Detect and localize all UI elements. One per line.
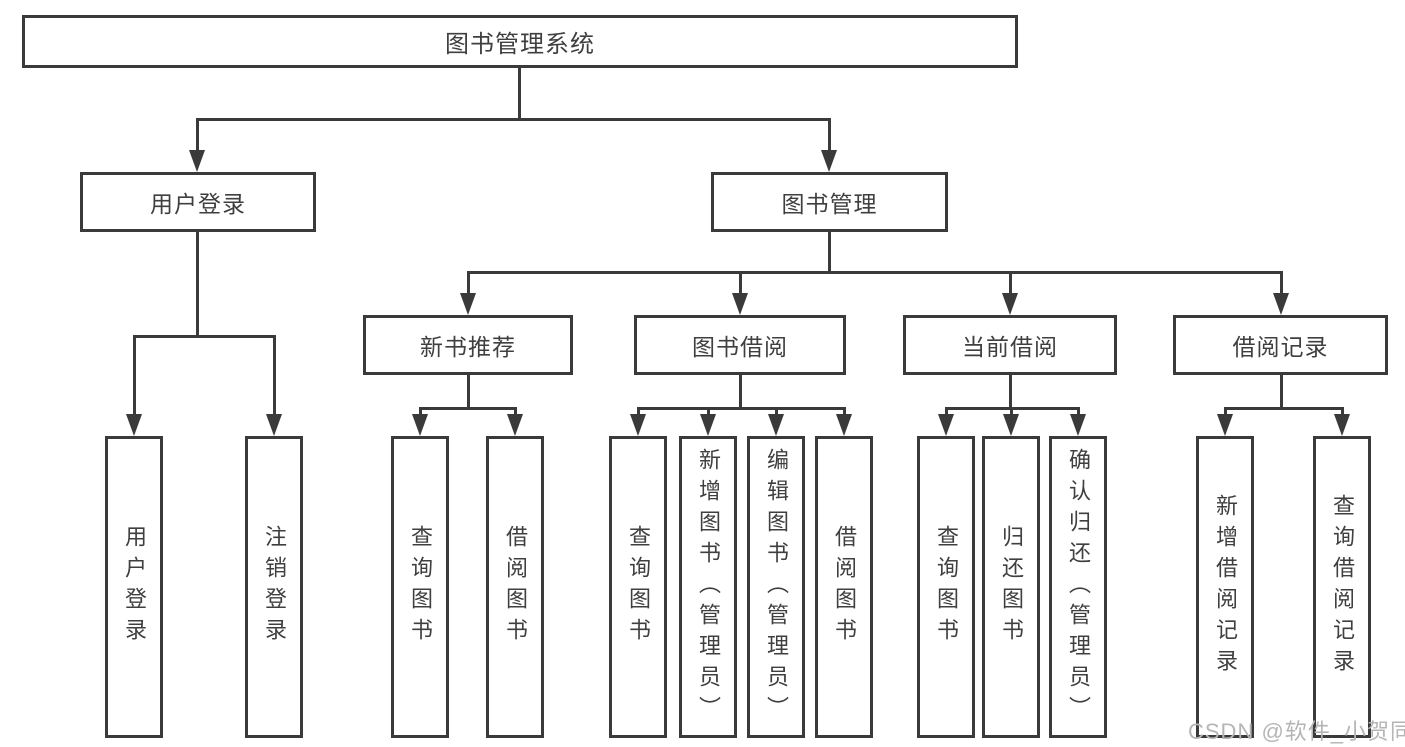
- edge-hline: [467, 271, 1283, 274]
- arrow-down-icon: [189, 150, 205, 172]
- edge-hline: [637, 407, 846, 410]
- leaf-add-books-admin: 新增图书（管理员）: [679, 436, 737, 738]
- arrow-down-icon: [1070, 414, 1086, 436]
- leaf-return-books: 归还图书: [982, 436, 1040, 738]
- edge-hline: [133, 335, 276, 338]
- node-book-management-system: 图书管理系统: [22, 15, 1018, 68]
- arrow-down-icon: [630, 414, 646, 436]
- arrow-down-icon: [732, 293, 748, 315]
- edge-vline: [196, 232, 199, 337]
- edge-vline: [1009, 271, 1012, 295]
- node-new-book-recommend: 新书推荐: [363, 315, 573, 375]
- leaf-add-borrow-record: 新增借阅记录: [1196, 436, 1254, 738]
- arrow-down-icon: [126, 414, 142, 436]
- edge-vline: [273, 335, 276, 417]
- edge-hline: [419, 407, 517, 410]
- node-user-login: 用户登录: [80, 172, 316, 232]
- edge-vline: [467, 271, 470, 295]
- edge-vline: [828, 118, 831, 154]
- arrow-down-icon: [700, 414, 716, 436]
- arrow-down-icon: [1217, 414, 1233, 436]
- arrow-down-icon: [821, 150, 837, 172]
- arrow-down-icon: [412, 414, 428, 436]
- edge-vline: [1224, 407, 1227, 417]
- leaf-query-books: 查询图书: [917, 436, 975, 738]
- edge-vline: [1077, 407, 1080, 417]
- edge-vline: [518, 68, 521, 120]
- arrow-down-icon: [507, 414, 523, 436]
- edge-vline: [843, 407, 846, 417]
- arrow-down-icon: [1273, 293, 1289, 315]
- edge-vline: [739, 271, 742, 295]
- leaf-query-books: 查询图书: [391, 436, 449, 738]
- edge-vline: [828, 232, 831, 273]
- leaf-query-books: 查询图书: [609, 436, 667, 738]
- leaf-user-login: 用户登录: [105, 436, 163, 738]
- node-current-borrowing: 当前借阅: [903, 315, 1117, 375]
- leaf-query-borrow-record: 查询借阅记录: [1313, 436, 1371, 738]
- edge-vline: [775, 407, 778, 417]
- arrow-down-icon: [266, 414, 282, 436]
- edge-vline: [637, 407, 640, 417]
- edge-vline: [133, 335, 136, 417]
- edge-vline: [1341, 407, 1344, 417]
- node-book-management: 图书管理: [711, 172, 948, 232]
- edge-hline: [196, 118, 831, 121]
- edge-vline: [196, 118, 199, 154]
- edge-vline: [1009, 375, 1012, 410]
- csdn-watermark: CSDN @软件_小贺同学: [1188, 719, 1405, 744]
- edge-vline: [707, 407, 710, 417]
- arrow-down-icon: [460, 293, 476, 315]
- edge-vline: [1010, 407, 1013, 417]
- arrow-down-icon: [938, 414, 954, 436]
- arrow-down-icon: [1002, 293, 1018, 315]
- arrow-down-icon: [836, 414, 852, 436]
- edge-vline: [1280, 271, 1283, 295]
- leaf-logout: 注销登录: [245, 436, 303, 738]
- edge-vline: [419, 407, 422, 417]
- leaf-edit-books-admin: 编辑图书（管理员）: [747, 436, 805, 738]
- arrow-down-icon: [1003, 414, 1019, 436]
- edge-vline: [467, 375, 470, 410]
- arrow-down-icon: [1334, 414, 1350, 436]
- leaf-confirm-return-admin: 确认归还（管理员）: [1049, 436, 1107, 738]
- node-book-borrowing: 图书借阅: [634, 315, 846, 375]
- node-borrowing-records: 借阅记录: [1173, 315, 1388, 375]
- leaf-borrow-books: 借阅图书: [486, 436, 544, 738]
- edge-vline: [514, 407, 517, 417]
- edge-vline: [739, 375, 742, 410]
- arrow-down-icon: [768, 414, 784, 436]
- edge-vline: [1280, 375, 1283, 410]
- leaf-borrow-books: 借阅图书: [815, 436, 873, 738]
- edge-hline: [1224, 407, 1344, 410]
- edge-vline: [945, 407, 948, 417]
